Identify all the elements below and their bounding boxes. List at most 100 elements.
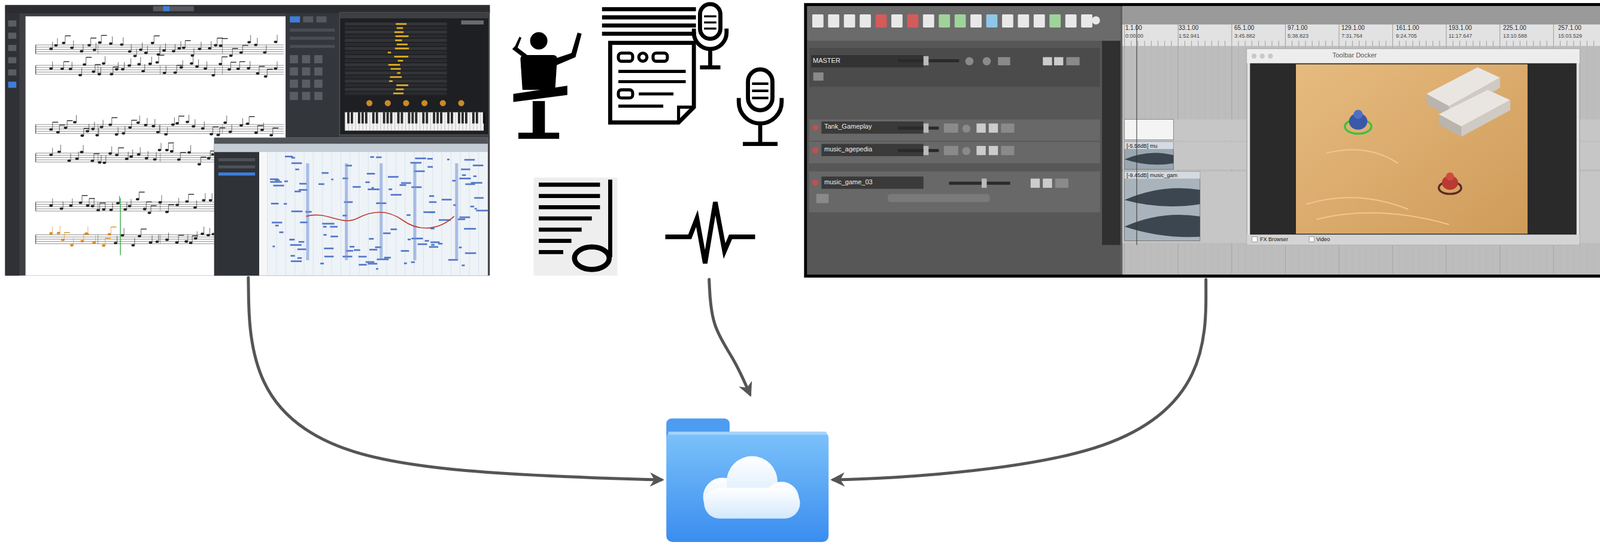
piano-roll-notes-part: [330, 235, 339, 238]
arrange-grid-part: [1130, 40, 1132, 47]
score-staves-part: [82, 63, 87, 66]
score-staves-part: [201, 127, 205, 130]
score-staves-part: [176, 65, 182, 66]
score-editor-screenshot-part: [218, 165, 255, 169]
instrument-window-part: [396, 27, 404, 30]
instrument-window-part: [390, 68, 402, 71]
piano-roll-notes-part: [370, 156, 375, 159]
piano-roll-notes-part: [323, 247, 334, 250]
piano-roll-notes-part: [441, 152, 443, 276]
instrument-window-part: [402, 99, 409, 106]
score-staves-part: [255, 72, 260, 75]
instrument-window-part: [398, 59, 404, 62]
piano-roll-notes: [267, 152, 489, 276]
score-staves-part: [161, 143, 162, 151]
toolbar-icons-part: [970, 14, 982, 28]
score-staves-part: [208, 199, 213, 202]
score-staves-part: [101, 35, 102, 43]
arrange-grid-part: [1178, 24, 1179, 47]
piano-roll-notes-part: [395, 152, 397, 276]
daw-screenshot-part: [1124, 152, 1174, 165]
score-staves-part: [189, 62, 194, 65]
cloud-folder-icon-part: [668, 432, 827, 436]
daw-screenshot-part: [1249, 63, 1577, 236]
score-staves-part: [239, 61, 245, 62]
piano-roll-notes-part: [390, 228, 397, 231]
score-staves-part: [95, 134, 99, 137]
instrument-window-part: [384, 99, 391, 106]
daw-screenshot-part: [962, 124, 971, 133]
score-staves-part: [78, 151, 80, 159]
ruler-bar-number: 1.1.00: [1125, 24, 1143, 32]
arrange-grid-part: [1492, 40, 1494, 47]
score-staves-part: [217, 37, 223, 39]
score-staves-part: [150, 205, 157, 206]
score-staves-part: [101, 62, 106, 65]
sheet-music-icon: [533, 177, 618, 276]
piano-roll-notes-part: [423, 211, 436, 214]
score-staves-part: [219, 44, 223, 47]
score-staves-part: [232, 48, 233, 56]
score-editor-screenshot-part: [339, 11, 490, 135]
score-staves-part: [90, 38, 91, 46]
score-staves-part: [151, 125, 156, 128]
score-editor-screenshot-part: [214, 137, 488, 144]
sheet-music-icon-part-part: [538, 238, 572, 244]
score-staves-part: [188, 114, 190, 123]
score-staves-part: [153, 158, 157, 162]
audio-icons-group: [509, 2, 788, 278]
conductor-icon-part: [520, 55, 557, 90]
score-staves-part: [178, 198, 179, 206]
score-staves-part: [90, 204, 95, 208]
score-staves-part: [59, 125, 60, 133]
score-staves-part: [68, 67, 73, 71]
score-staves-part: [123, 228, 125, 236]
score-staves-part: [116, 235, 118, 244]
piano-roll-notes-part: [377, 152, 378, 276]
score-staves-part: [59, 124, 65, 126]
instrument-window-part: [366, 99, 373, 106]
score-staves-part: [173, 71, 178, 74]
toolbar-icons-part: [906, 14, 919, 28]
score-staves-part: [139, 115, 141, 123]
score-staves-part: [61, 41, 66, 45]
piano-roll-notes-part: [427, 158, 433, 160]
score-editor-screenshot-part: [316, 16, 327, 23]
score-staves-part: [165, 210, 169, 214]
score-staves-part: [101, 244, 106, 247]
score-staves-part: [159, 202, 161, 212]
instrument-window-part: [390, 112, 392, 132]
track-name: music_agepedia: [824, 145, 873, 154]
instrument-window-part: [476, 112, 478, 132]
score-staves-part: [52, 122, 59, 123]
daw-screenshot-part: [1124, 171, 1201, 179]
window-title: Toolbar Docker: [1332, 51, 1377, 60]
piano-roll-notes-part: [430, 241, 440, 244]
score-staves-part: [168, 143, 169, 151]
piano-roll-notes-part: [417, 243, 428, 246]
score-staves-part: [97, 44, 99, 54]
score-staves-part: [213, 44, 218, 47]
piano-roll-notes-part: [329, 226, 338, 229]
piano-roll-notes-part: [290, 260, 302, 263]
score-staves-part: [98, 128, 99, 136]
instrument-window-part: [444, 112, 446, 132]
score-editor-screenshot-part: [289, 92, 299, 101]
score-staves-part: [239, 51, 244, 54]
score-staves-part: [135, 198, 140, 201]
arrange-grid-part: [1291, 40, 1293, 47]
score-staves-part: [176, 65, 178, 73]
piano-roll-notes-part: [459, 216, 471, 219]
score-staves-part: [108, 42, 113, 45]
score-staves-part: [158, 234, 160, 242]
piano-roll-notes-part: [297, 248, 307, 251]
daw-screenshot-part: [976, 123, 986, 133]
piano-roll-notes-part: [367, 262, 378, 265]
score-staves-part: [102, 119, 104, 127]
ruler-bar-number: 97.1.00: [1287, 24, 1308, 32]
track-name: music_game_03: [824, 178, 873, 187]
daw-screenshot-part: [1122, 5, 1600, 275]
piano-roll-notes-part: [450, 152, 452, 276]
piano-roll-notes-part: [463, 228, 476, 230]
score-staves-part: [175, 241, 179, 244]
